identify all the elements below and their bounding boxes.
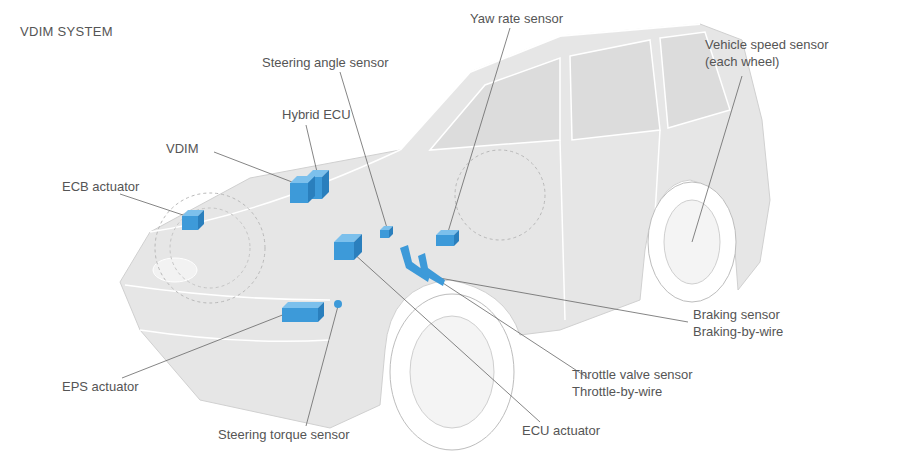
block-side: [322, 170, 329, 199]
components: [182, 170, 459, 322]
callout-label: VDIM: [166, 140, 226, 157]
leader-line: [306, 125, 317, 172]
headlight: [153, 258, 197, 282]
callout-label: Steering angle sensor: [262, 54, 412, 71]
callout-label: EPS actuator: [62, 378, 162, 395]
leader-lines: [120, 28, 742, 426]
block-front: [282, 308, 318, 322]
window: [570, 40, 660, 140]
block-front: [182, 216, 198, 230]
callout-label: Steering torque sensor: [218, 426, 388, 443]
roof-line: [400, 24, 700, 150]
callout-label: ECB actuator: [62, 178, 162, 195]
window: [430, 58, 560, 150]
block-side: [354, 234, 362, 260]
door-line: [560, 130, 660, 320]
callout-label: Vehicle speed sensor (each wheel): [705, 36, 845, 70]
bumper-line: [125, 285, 330, 341]
eps-actuator-block: [282, 302, 324, 322]
throttle-pedal: [418, 253, 445, 286]
block-front: [436, 235, 454, 246]
leader-line: [692, 76, 742, 242]
leader-line: [122, 314, 285, 378]
leader-line: [214, 152, 292, 182]
block-side: [454, 230, 459, 246]
diagram-title: VDIM SYSTEM: [20, 24, 113, 39]
leader-line: [352, 252, 540, 422]
yaw-rate-block: [436, 230, 459, 246]
ecu-actuator-block: [334, 234, 362, 260]
block-front: [334, 242, 354, 260]
leader-line: [420, 268, 588, 378]
wheels: [155, 150, 736, 450]
front-rim: [410, 316, 494, 428]
block-front: [290, 183, 308, 203]
steering-torque-dot: [334, 300, 342, 308]
block-side: [389, 226, 393, 238]
hood-line: [150, 150, 400, 232]
block-front: [380, 230, 389, 238]
block-side: [308, 176, 315, 203]
ecb-actuator-block: [182, 210, 204, 230]
leader-line: [120, 194, 186, 216]
car-silhouette: [120, 24, 770, 428]
leader-line: [448, 28, 510, 232]
block-top: [282, 302, 324, 308]
vdim-block: [290, 176, 315, 203]
callout-label: Yaw rate sensor: [470, 10, 610, 27]
leader-line: [306, 306, 338, 426]
callout-label: Throttle valve sensor Throttle-by-wire: [572, 366, 717, 400]
hidden-wheel: [155, 193, 265, 303]
hidden-wheel: [170, 208, 250, 288]
block-side: [198, 210, 204, 230]
car-body: [120, 24, 770, 428]
callout-label: Hybrid ECU: [282, 106, 382, 123]
block-side: [318, 302, 324, 322]
callout-label: Braking sensor Braking-by-wire: [693, 306, 808, 340]
callout-label: ECU actuator: [522, 422, 632, 439]
steering-angle-block: [380, 226, 393, 238]
leader-line: [340, 72, 387, 228]
